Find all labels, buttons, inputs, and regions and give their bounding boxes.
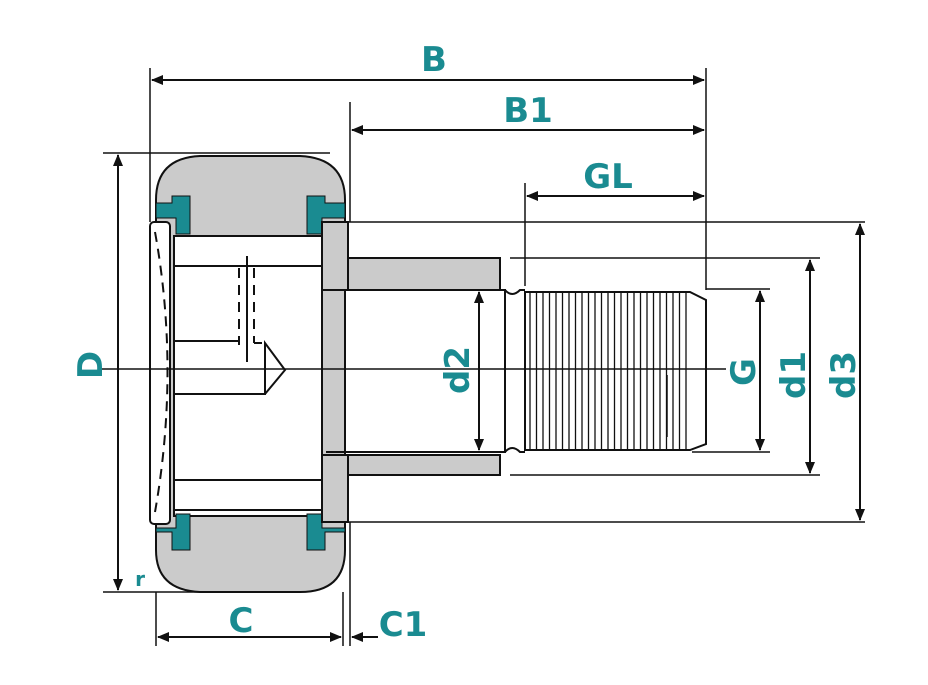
stud-shoulder-top: [347, 257, 501, 291]
label-B1: B1: [503, 91, 553, 131]
label-GL: GL: [583, 157, 633, 197]
extension-lines: [103, 68, 865, 646]
seal-bottom-left: [155, 513, 191, 551]
side-washer: [149, 221, 171, 525]
label-C1: C1: [379, 605, 428, 645]
lube-hole: [174, 256, 287, 395]
label-D: D: [71, 351, 111, 379]
thread-section: [524, 291, 707, 451]
thread-undercut: [504, 289, 525, 453]
stud-shoulder-bottom: [347, 454, 501, 476]
stud-body: [326, 289, 506, 453]
label-r: r: [135, 567, 145, 591]
label-d1: d1: [774, 351, 814, 399]
needle-roller-bottom: [173, 479, 323, 511]
seal-bottom-right: [306, 513, 346, 551]
flange-bottom: [321, 454, 349, 523]
label-d2: d2: [438, 346, 478, 394]
flange-top: [321, 221, 349, 291]
washer-hidden-edge: [154, 231, 169, 513]
label-d3: d3: [824, 351, 864, 399]
seal-top-left: [155, 195, 191, 235]
label-B: B: [421, 40, 447, 80]
label-G: G: [724, 358, 764, 386]
seal-top-right: [306, 195, 346, 235]
label-C: C: [229, 601, 254, 641]
